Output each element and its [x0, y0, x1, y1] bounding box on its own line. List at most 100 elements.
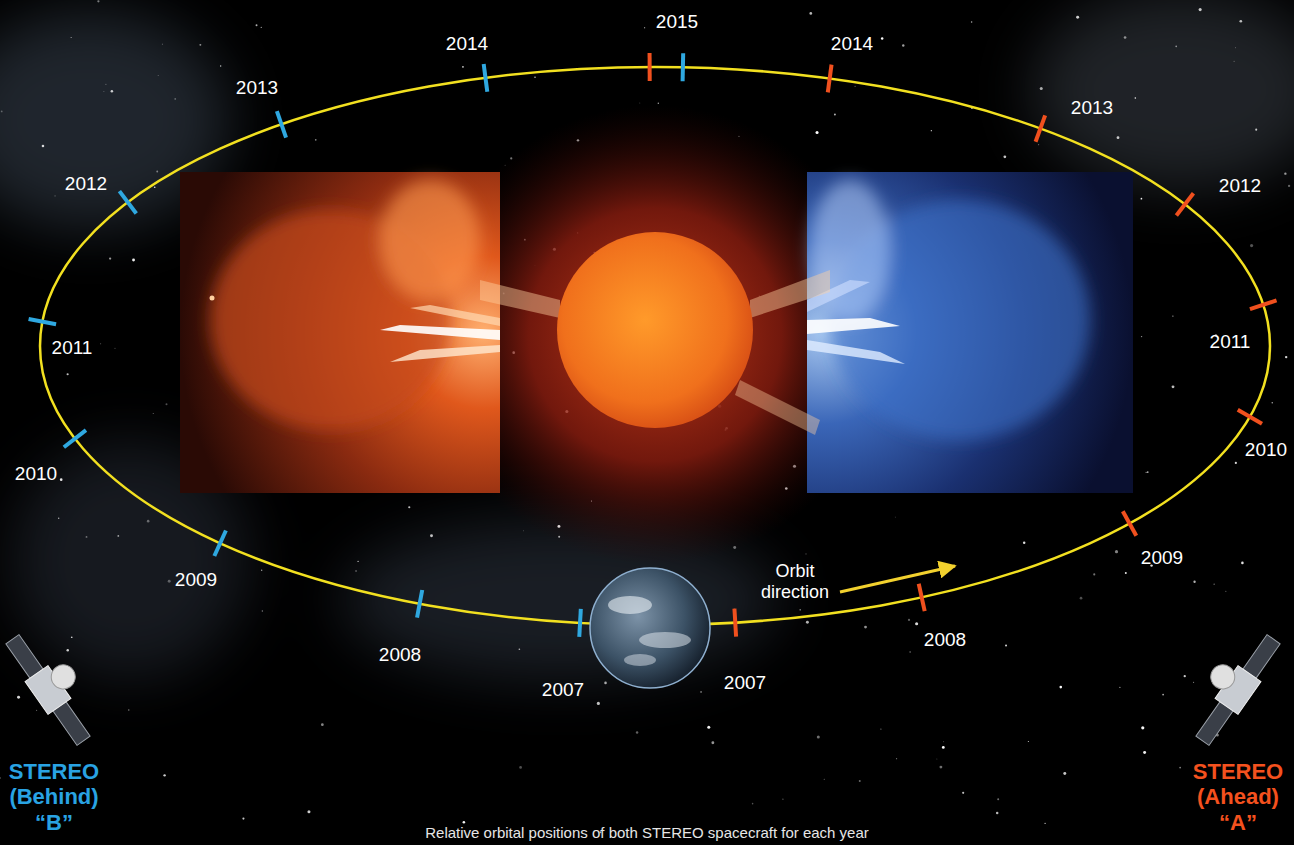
- star: [163, 774, 165, 776]
- star: [1172, 385, 1175, 388]
- solar-panel: [1243, 635, 1280, 679]
- star: [908, 619, 910, 621]
- nebula-cloud: [1030, 0, 1294, 190]
- star: [1214, 584, 1215, 585]
- year-tick: [277, 111, 286, 137]
- star: [161, 43, 163, 45]
- star: [639, 102, 641, 104]
- star: [1193, 682, 1194, 683]
- star: [128, 709, 129, 710]
- year-tick: [484, 64, 488, 92]
- star: [522, 530, 524, 532]
- year-label: 2008: [924, 629, 966, 651]
- star: [1059, 686, 1062, 689]
- star: [152, 413, 154, 415]
- star: [1040, 87, 1043, 90]
- spacecraft-behind: [1, 621, 110, 749]
- cme-streak: [410, 305, 500, 326]
- star: [100, 343, 101, 344]
- star: [859, 780, 861, 782]
- year-label: 2010: [1245, 439, 1287, 461]
- star: [962, 792, 964, 794]
- star: [1172, 315, 1174, 317]
- star: [132, 259, 135, 262]
- image-frame: [807, 172, 1133, 493]
- star: [1063, 772, 1066, 775]
- star-point: [210, 296, 215, 301]
- star: [604, 682, 607, 685]
- cme-cloud: [810, 180, 1090, 440]
- star: [1241, 562, 1244, 565]
- star: [854, 86, 855, 87]
- star: [864, 626, 867, 629]
- star: [896, 758, 897, 759]
- star: [54, 195, 55, 196]
- star: [1028, 741, 1029, 742]
- star: [307, 810, 310, 813]
- star: [806, 621, 809, 624]
- year-tick: [734, 609, 736, 637]
- year-label: 2014: [446, 33, 488, 55]
- star: [220, 65, 221, 66]
- star: [1117, 136, 1120, 139]
- star: [1141, 726, 1144, 729]
- star: [103, 91, 104, 92]
- star: [111, 90, 114, 93]
- star: [261, 27, 262, 28]
- star: [114, 347, 116, 349]
- star: [357, 561, 358, 562]
- star: [1288, 185, 1290, 187]
- star: [117, 535, 119, 537]
- star: [1125, 572, 1127, 574]
- solar-panel: [1196, 702, 1233, 746]
- year-tick: [1238, 410, 1262, 424]
- year-ticks: [29, 53, 1277, 637]
- star: [1141, 198, 1143, 200]
- star: [1225, 591, 1226, 592]
- cme-streak: [390, 345, 500, 362]
- star: [805, 553, 807, 555]
- year-label: 2011: [1210, 331, 1251, 353]
- earth-cloud: [608, 596, 652, 614]
- star: [936, 758, 938, 760]
- star: [996, 812, 999, 815]
- star: [534, 77, 535, 78]
- year-tick: [681, 53, 686, 81]
- year-tick: [417, 590, 422, 618]
- star: [1023, 542, 1025, 544]
- star: [971, 21, 973, 23]
- orbit-ellipse: [40, 67, 1270, 625]
- star: [1115, 550, 1118, 553]
- star: [199, 44, 201, 46]
- star: [462, 66, 464, 68]
- year-tick: [648, 53, 652, 81]
- year-tick: [579, 609, 581, 637]
- antenna-dish: [1206, 660, 1239, 693]
- star: [463, 821, 466, 824]
- star: [1005, 645, 1007, 647]
- star: [1135, 97, 1137, 99]
- star: [909, 651, 911, 653]
- star: [1076, 16, 1079, 19]
- star: [1119, 687, 1120, 688]
- year-label: 2012: [1219, 175, 1261, 197]
- star: [321, 723, 324, 726]
- star: [256, 24, 258, 26]
- star: [1250, 244, 1253, 247]
- year-label: 2007: [542, 679, 584, 701]
- star: [823, 778, 825, 780]
- star: [658, 103, 659, 104]
- star: [430, 534, 433, 537]
- star: [71, 636, 73, 638]
- cme-streak: [807, 318, 900, 334]
- antenna-dish: [47, 660, 80, 693]
- image-frame: [180, 172, 500, 493]
- star: [997, 798, 999, 800]
- year-label: 2010: [15, 463, 57, 485]
- star: [939, 766, 942, 769]
- star: [700, 691, 702, 693]
- year-label: 2007: [724, 672, 766, 694]
- star: [1093, 573, 1095, 575]
- year-tick: [828, 65, 832, 93]
- star: [109, 257, 111, 259]
